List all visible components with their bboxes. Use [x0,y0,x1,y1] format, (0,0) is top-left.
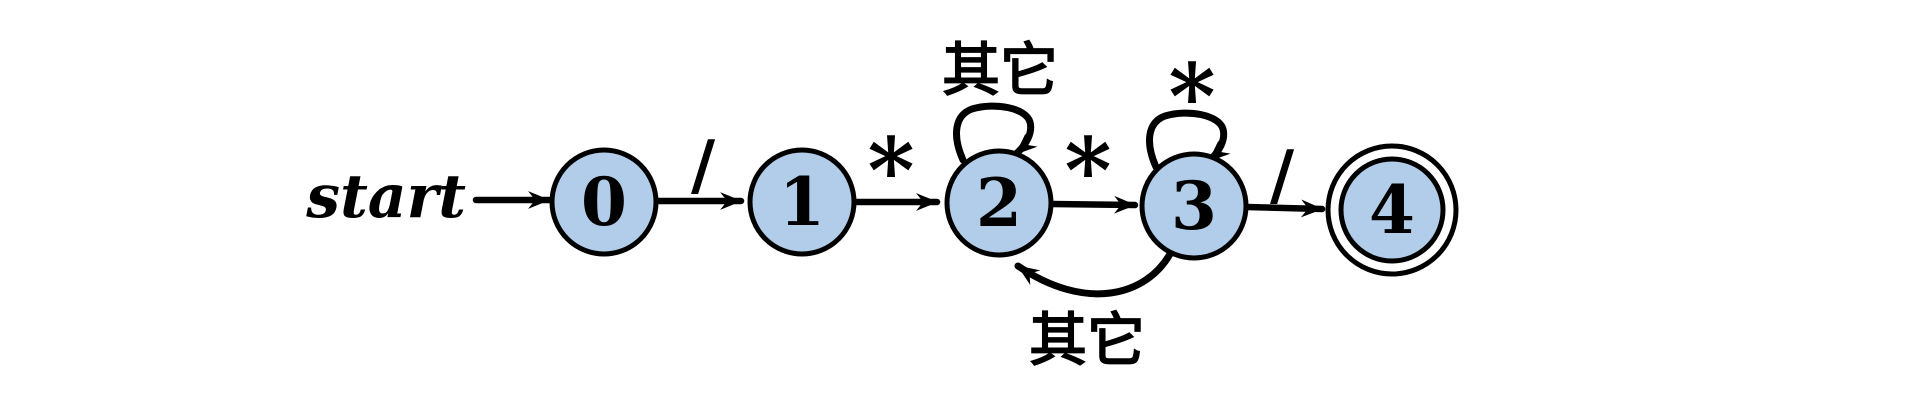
transition-3-2-label: 其它 [1029,306,1145,374]
state-3-circle [1139,151,1249,261]
transition-0-1: / [653,126,745,210]
state-1-label: 1 [779,163,825,241]
state-0-label: 0 [581,163,627,241]
transition-1-2: * [851,118,941,224]
state-1: 1 [747,147,857,257]
state-2-label: 2 [976,164,1022,242]
state-4-label: 4 [1369,171,1415,249]
transition-2-3-label: * [1064,118,1111,224]
state-1-circle [747,147,857,257]
transition-2-2-label: 其它 [942,36,1058,104]
state-3: 3 [1139,151,1249,261]
transition-3-2-return: 其它 [1014,250,1174,374]
state-0: 0 [549,147,659,257]
transition-3-4-label: / [1270,136,1295,214]
state-2-circle [944,148,1054,258]
transition-3-4: / [1243,136,1326,218]
transition-2-3-arrow [1048,195,1139,214]
transition-3-3-arrow [1146,109,1231,171]
transition-3-4-arrow [1243,199,1326,218]
state-2: 2 [944,148,1054,258]
transition-3-2-arrow [1014,250,1174,298]
transition-2-3: * [1048,118,1139,224]
start-label: start [305,162,466,232]
transition-3-3-label: * [1168,44,1215,150]
state-0-circle [549,147,659,257]
state-3-label: 3 [1171,167,1217,245]
state-4-accepting: 4 [1325,143,1459,277]
transition-2-2-self-loop: 其它 [942,36,1058,164]
transition-1-2-label: * [867,118,914,224]
transition-2-2-arrow [953,102,1038,164]
state-4-circle [1338,156,1446,264]
transition-0-1-label: / [691,126,716,204]
transition-3-3-self-loop: * [1146,44,1231,171]
